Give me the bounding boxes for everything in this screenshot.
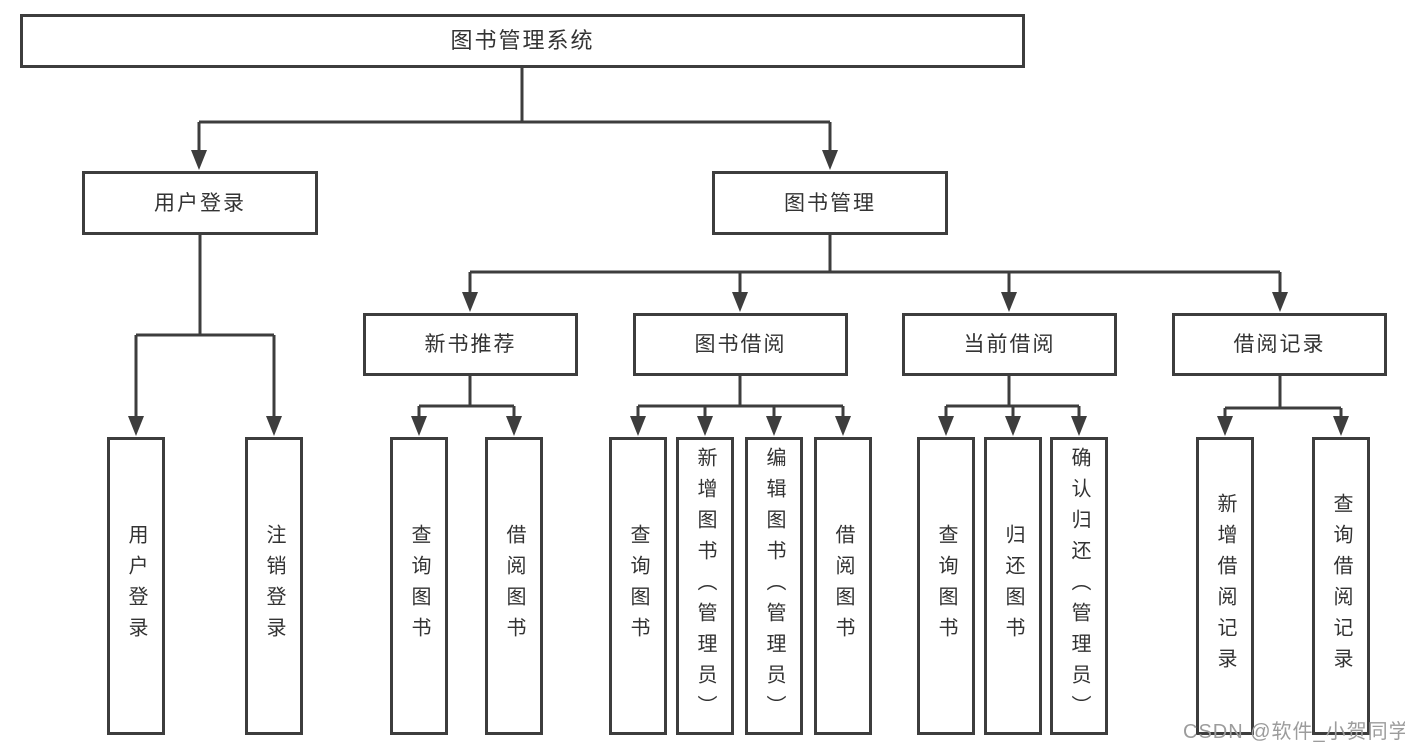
node-leaf-add-borrow-record: 新增借阅记录 [1196,437,1254,735]
node-root-system: 图书管理系统 [20,14,1025,68]
node-leaf-query-borrow-record: 查询借阅记录 [1312,437,1370,735]
arrowhead-icons [128,150,1349,436]
node-leaf-query-book-current: 查询图书 [917,437,975,735]
node-book-borrow: 图书借阅 [633,313,848,376]
node-leaf-user-login: 用户登录 [107,437,165,735]
watermark: CSDN @软件_小贺同学 [1183,721,1405,743]
node-new-book-recommend: 新书推荐 [363,313,578,376]
node-leaf-borrow-book-recommend: 借阅图书 [485,437,543,735]
node-leaf-edit-book-admin: 编辑图书（管理员） [745,437,803,735]
node-user-login-branch: 用户登录 [82,171,318,235]
node-leaf-logout-login: 注销登录 [245,437,303,735]
node-book-management-branch: 图书管理 [712,171,948,235]
node-leaf-query-book-recommend: 查询图书 [390,437,448,735]
tree-edges [134,68,1343,419]
node-current-borrow: 当前借阅 [902,313,1117,376]
node-borrow-records: 借阅记录 [1172,313,1387,376]
node-leaf-borrow-book: 借阅图书 [814,437,872,735]
node-leaf-query-book-borrow: 查询图书 [609,437,667,735]
node-leaf-confirm-return-admin: 确认归还（管理员） [1050,437,1108,735]
node-leaf-add-book-admin: 新增图书（管理员） [676,437,734,735]
node-leaf-return-book: 归还图书 [984,437,1042,735]
